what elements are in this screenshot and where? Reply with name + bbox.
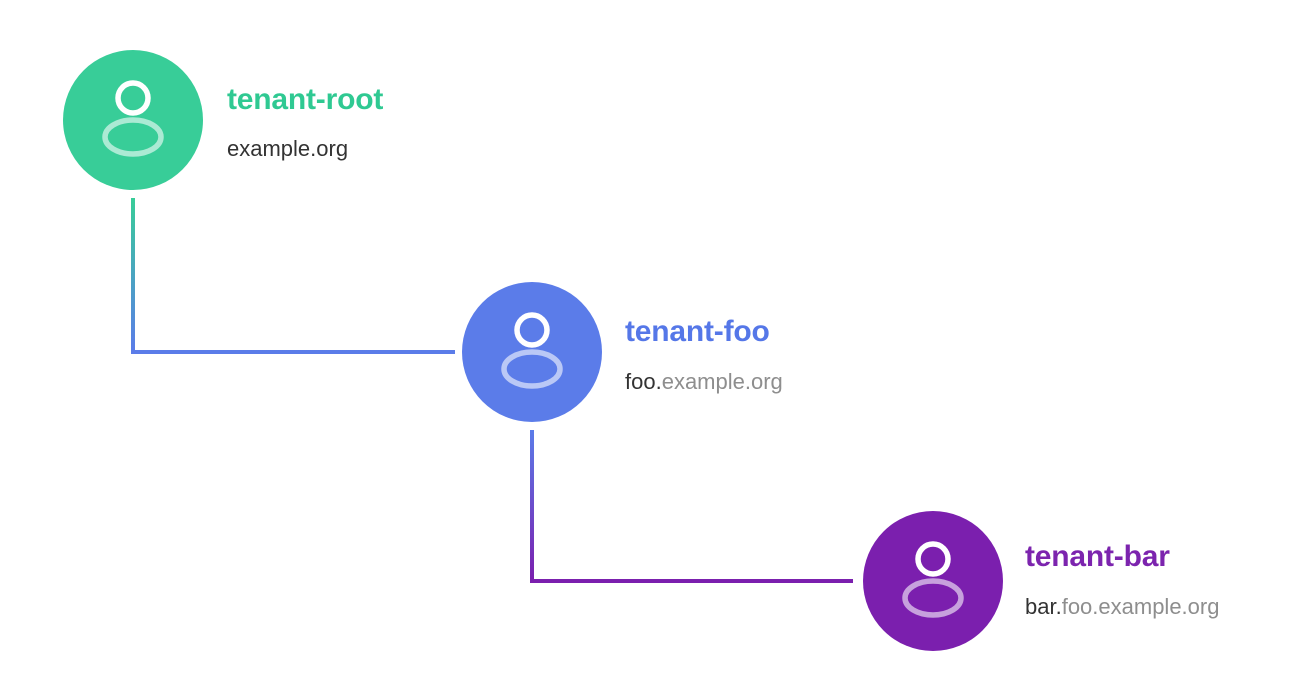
user-icon-head [115,80,151,116]
user-icon-body [501,349,563,389]
domain-muted-text: foo.example.org [1061,594,1220,619]
node-tenant-foo [462,282,602,422]
tenant-bar-label: tenant-bar [1025,540,1170,573]
user-icon-body [102,117,164,157]
domain-primary-text: bar. [1025,594,1062,619]
user-icon-body [902,578,964,618]
tenant-root-domain: example.org [227,138,348,160]
user-icon-head [915,541,951,577]
node-tenant-bar [863,511,1003,651]
user-icon [102,80,164,157]
user-icon [902,541,964,618]
connector-foo-to-bar [530,430,853,583]
tenant-root-label: tenant-root [227,83,384,116]
user-icon-head [514,312,550,348]
domain-primary-text: example.org [227,136,349,161]
domain-primary-text: foo. [625,369,662,394]
connector-root-to-foo [131,198,455,354]
domain-muted-text: example.org [661,369,783,394]
user-icon [501,312,563,389]
node-tenant-root [63,50,203,190]
tenant-foo-domain: foo.example.org [625,371,783,393]
tenant-foo-label: tenant-foo [625,315,770,348]
tenant-bar-domain: bar.foo.example.org [1025,596,1219,618]
